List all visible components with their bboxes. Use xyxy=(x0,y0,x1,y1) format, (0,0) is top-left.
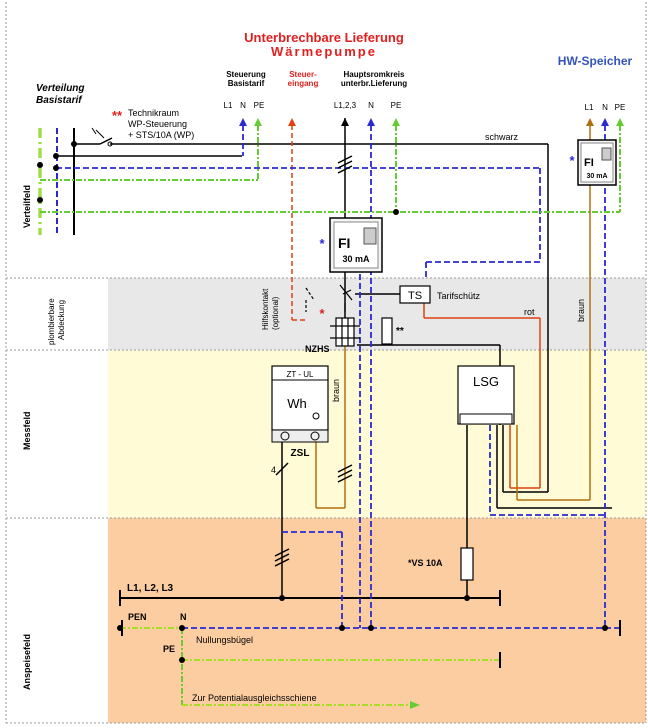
nzhs-fuse-icon xyxy=(330,317,360,347)
term-haupt-n: N xyxy=(368,101,374,110)
nzhs-label: NZHS xyxy=(305,344,330,354)
hauptstrom-line2: unterbr.Lieferung xyxy=(341,79,407,88)
fi-main-breaker xyxy=(329,217,383,273)
terminal-arrows xyxy=(239,118,624,709)
term-basis-pe: PE xyxy=(254,101,265,110)
bus-n: N xyxy=(180,612,187,622)
term-basis-n: N xyxy=(240,101,246,110)
steuer-eingang-line1: Steuer- xyxy=(289,70,317,79)
term-hw-pe: PE xyxy=(615,103,626,112)
term-basis-l1: L1 xyxy=(224,101,233,110)
bus-l123: L1, L2, L3 xyxy=(127,583,174,594)
fi-main-label: FI xyxy=(338,235,350,251)
section-plombierbare-2: Abdeckung xyxy=(57,300,66,340)
red-wires xyxy=(291,125,541,489)
verteilung-line2: Basistarif xyxy=(36,95,83,106)
hilfskontakt-line1: Hilfskontakt xyxy=(261,288,270,330)
section-messfeld: Messfeld xyxy=(22,411,32,450)
double-star-fuse xyxy=(381,317,393,345)
label-rot: rot xyxy=(524,307,535,317)
label-schwarz: schwarz xyxy=(485,132,519,142)
blue-wires xyxy=(56,125,620,629)
title-line2: Wärmepumpe xyxy=(271,44,377,59)
verteilung-line1: Verteilung xyxy=(36,83,85,94)
band-messfeld xyxy=(108,350,646,518)
technik-line2: WP-Steuerung xyxy=(128,119,187,129)
ts-desc: Tarifschütz xyxy=(437,291,481,301)
bus-potential: Zur Potentialausgleichsschiene xyxy=(192,693,317,703)
bus-pen: PEN xyxy=(128,612,147,622)
ts-contact-icon xyxy=(305,284,353,312)
term-haupt-pe: PE xyxy=(391,101,402,110)
meter-main-label: Wh xyxy=(287,396,307,411)
fi-hw-star: * xyxy=(569,153,575,168)
hw-title: HW-Speicher xyxy=(558,54,633,68)
technik-stars: ** xyxy=(112,108,123,123)
title-line1: Unterbrechbare Lieferung xyxy=(244,30,404,45)
steuerung-basis-line2: Basistarif xyxy=(228,79,265,88)
label-braun-mid: braun xyxy=(331,379,341,402)
black-wires xyxy=(56,118,612,606)
meter-top-label: ZT - UL xyxy=(287,370,315,379)
technik-switch-icon xyxy=(91,127,113,147)
hilfskontakt-line2: (optional) xyxy=(271,296,280,330)
hilfskontakt-star: * xyxy=(319,306,325,321)
vs-fuse xyxy=(460,547,474,581)
term-hw-n: N xyxy=(602,103,608,112)
label-four: 4 xyxy=(271,465,276,475)
band-plombierbare xyxy=(108,278,646,350)
meter-base-label: ZSL xyxy=(291,448,310,459)
section-anspeisefeld: Anspeisefeld xyxy=(22,634,32,690)
term-hw-l1: L1 xyxy=(585,103,594,112)
technik-line3: + STS/10A (WP) xyxy=(128,130,194,140)
technik-line1: Technikraum xyxy=(128,108,179,118)
section-verteilfeld: Verteilfeld xyxy=(22,185,32,228)
steuer-eingang-line2: eingang xyxy=(288,79,319,88)
lsg-label: LSG xyxy=(473,374,499,389)
hauptstrom-line1: Hauptsromkreis xyxy=(344,70,405,79)
ts-box xyxy=(399,285,431,304)
band-anspeisefeld xyxy=(108,518,646,723)
bus-nullung: Nullungsbügel xyxy=(196,635,253,645)
fi-main-rating: 30 mA xyxy=(342,254,370,264)
double-star-label: ** xyxy=(396,326,404,337)
phase-ticks xyxy=(274,155,353,567)
steuerung-basis-line1: Steuerung xyxy=(226,70,266,79)
ts-label: TS xyxy=(408,290,422,302)
verteilfeld-busbars xyxy=(38,128,75,235)
fi-hw-label: FI xyxy=(584,157,594,169)
bus-pe: PE xyxy=(163,644,175,654)
section-plombierbare-1: plombierbare xyxy=(47,298,56,345)
term-haupt-l123: L1,2,3 xyxy=(334,101,357,110)
fi-hw-rating: 30 mA xyxy=(586,173,607,180)
label-braun-right: braun xyxy=(576,299,586,322)
fi-main-star: * xyxy=(319,236,325,251)
lsg-box xyxy=(457,365,515,425)
brown-wires xyxy=(315,125,591,509)
fi-hw-breaker xyxy=(577,139,617,186)
pe-wires xyxy=(40,125,621,706)
vs-label: *VS 10A xyxy=(408,558,443,568)
meter-wh xyxy=(271,365,329,443)
